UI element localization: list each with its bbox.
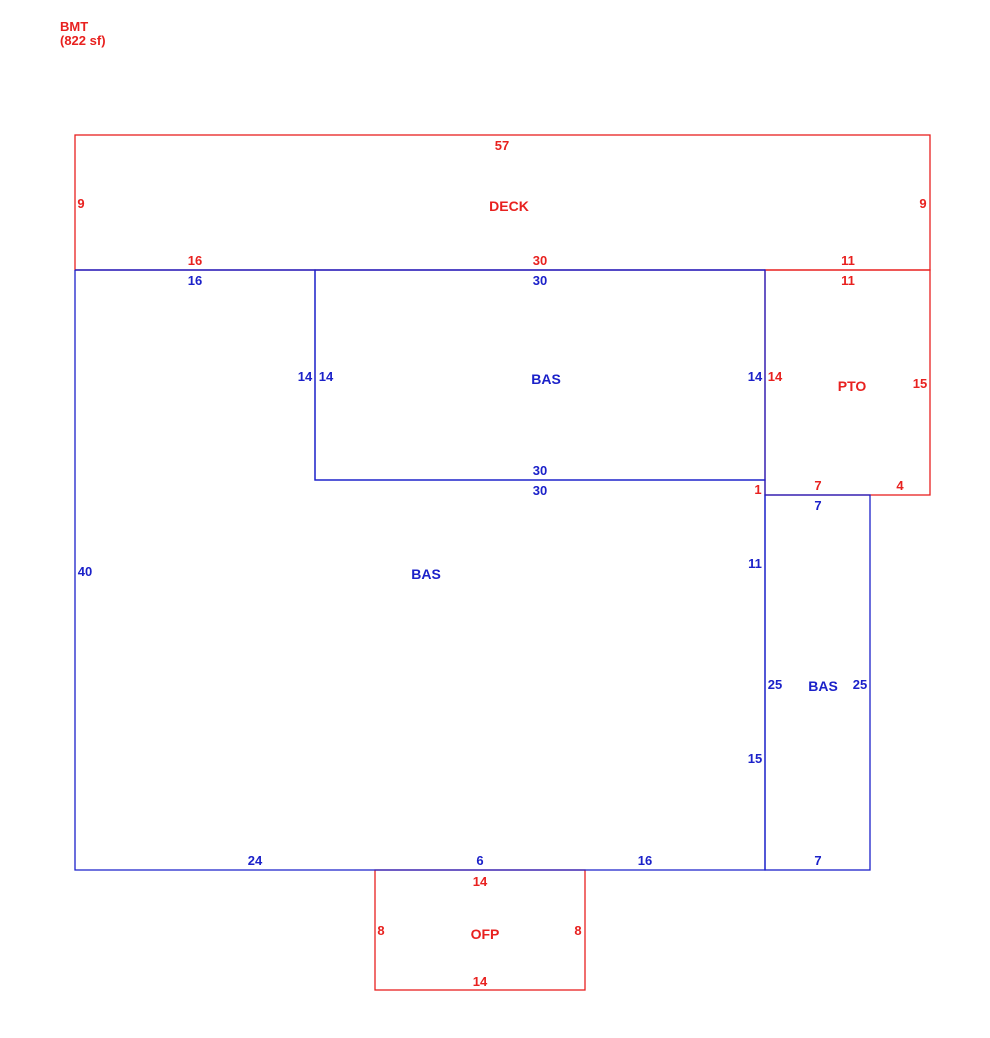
sketch-title: BMT bbox=[60, 19, 89, 34]
dim-bas-right-bottom: 7 bbox=[814, 853, 821, 868]
dim-pto-right: 15 bbox=[913, 376, 927, 391]
dim-bas-upper-top: 30 bbox=[533, 273, 547, 288]
dim-pto-bottom-right: 4 bbox=[896, 478, 904, 493]
dim-deck-bottom-right: 11 bbox=[841, 253, 855, 268]
dim-deck-bottom-mid: 30 bbox=[533, 253, 547, 268]
dim-pto-left: 14 bbox=[768, 369, 783, 384]
dim-bas-upper-right: 14 bbox=[748, 369, 763, 384]
dim-ofp-top: 14 bbox=[473, 874, 488, 889]
ofp-label: OFP bbox=[471, 926, 500, 942]
dim-ofp-left: 8 bbox=[377, 923, 384, 938]
dim-deck-bottom-left: 16 bbox=[188, 253, 202, 268]
dim-deck-right: 9 bbox=[919, 196, 926, 211]
dim-bas-main-left: 40 bbox=[78, 564, 92, 579]
deck-label: DECK bbox=[489, 198, 529, 214]
dim-bas-main-right-upper: 11 bbox=[748, 556, 762, 571]
bas-right-label: BAS bbox=[808, 678, 838, 694]
dim-bas-right-top: 7 bbox=[814, 498, 821, 513]
dim-bas-upper-bottom-inner: 30 bbox=[533, 483, 547, 498]
dim-bas-right-right: 25 bbox=[853, 677, 867, 692]
dim-bas-notch-left-outer: 14 bbox=[298, 369, 313, 384]
dim-bas-right-left: 25 bbox=[768, 677, 782, 692]
dim-bas-main-right-lower: 15 bbox=[748, 751, 762, 766]
bas-right-outline bbox=[764, 494, 871, 871]
sketch-area-total: (822 sf) bbox=[60, 33, 106, 48]
dim-bas-upper-left: 14 bbox=[319, 369, 334, 384]
dim-bas-top-left: 16 bbox=[188, 273, 202, 288]
pto-label: PTO bbox=[838, 378, 867, 394]
dim-bas-upper-bottom-outer: 30 bbox=[533, 463, 547, 478]
bas-main-label: BAS bbox=[411, 566, 441, 582]
dim-ofp-right: 8 bbox=[574, 923, 581, 938]
dim-bas-bottom-left: 24 bbox=[248, 853, 263, 868]
dim-bas-bottom-right: 16 bbox=[638, 853, 652, 868]
dim-ofp-bottom: 14 bbox=[473, 974, 488, 989]
dim-small-one: 1 bbox=[754, 482, 761, 497]
dim-pto-bottom-left: 7 bbox=[814, 478, 821, 493]
dim-bas-bottom-mid: 6 bbox=[476, 853, 483, 868]
dim-deck-top: 57 bbox=[495, 138, 509, 153]
dim-deck-left: 9 bbox=[77, 196, 84, 211]
dim-pto-top: 11 bbox=[841, 273, 855, 288]
bas-upper-label: BAS bbox=[531, 371, 561, 387]
